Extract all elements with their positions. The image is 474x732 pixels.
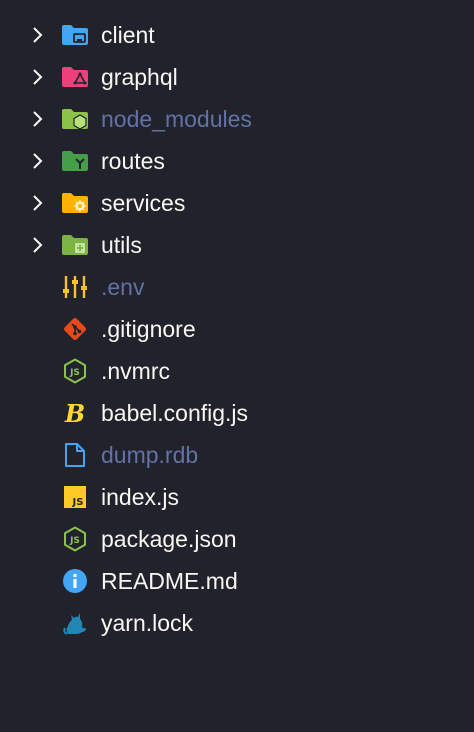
tree-item-package-json[interactable]: JS package.json bbox=[0, 518, 474, 560]
tree-item-utils[interactable]: utils bbox=[0, 224, 474, 266]
chevron-right-icon[interactable] bbox=[28, 193, 48, 213]
tree-item-label: .gitignore bbox=[101, 316, 196, 342]
tree-item-label: yarn.lock bbox=[101, 610, 194, 636]
tree-item-services[interactable]: services bbox=[0, 182, 474, 224]
tree-item-dump-rdb[interactable]: dump.rdb bbox=[0, 434, 474, 476]
tree-item-label: .nvmrc bbox=[101, 358, 170, 384]
folder-services-icon bbox=[60, 190, 90, 216]
tree-item-label: client bbox=[101, 22, 155, 48]
folder-utils-icon bbox=[60, 232, 90, 258]
folder-node-icon bbox=[60, 106, 90, 132]
chevron-right-icon[interactable] bbox=[28, 109, 48, 129]
tree-item-nvmrc[interactable]: JS .nvmrc bbox=[0, 350, 474, 392]
nodejs-icon: JS bbox=[60, 526, 90, 552]
document-icon bbox=[60, 442, 90, 468]
info-icon bbox=[60, 568, 90, 594]
folder-routes-icon bbox=[60, 148, 90, 174]
tree-item-graphql[interactable]: graphql bbox=[0, 56, 474, 98]
tree-item-label: .env bbox=[101, 274, 145, 300]
tree-item-gitignore[interactable]: .gitignore bbox=[0, 308, 474, 350]
tree-item-label: babel.config.js bbox=[101, 400, 249, 426]
tree-item-label: README.md bbox=[101, 568, 238, 594]
tree-item-babel-config[interactable]: B babel.config.js bbox=[0, 392, 474, 434]
tree-item-label: utils bbox=[101, 232, 142, 258]
svg-text:JS: JS bbox=[69, 536, 80, 546]
tree-item-node-modules[interactable]: node_modules bbox=[0, 98, 474, 140]
tree-item-label: package.json bbox=[101, 526, 237, 552]
file-explorer-tree: client graphql node_modules bbox=[0, 14, 474, 644]
tree-item-label: dump.rdb bbox=[101, 442, 199, 468]
tree-item-label: routes bbox=[101, 148, 165, 174]
svg-text:JS: JS bbox=[69, 368, 80, 378]
folder-client-icon bbox=[60, 22, 90, 48]
chevron-right-icon[interactable] bbox=[28, 151, 48, 171]
tree-item-label: node_modules bbox=[101, 106, 252, 132]
chevron-right-icon[interactable] bbox=[28, 25, 48, 45]
svg-text:B: B bbox=[64, 400, 85, 426]
settings-sliders-icon bbox=[60, 274, 90, 300]
git-icon bbox=[60, 316, 90, 342]
tree-item-label: graphql bbox=[101, 64, 178, 90]
tree-item-routes[interactable]: routes bbox=[0, 140, 474, 182]
yarn-cat-icon bbox=[60, 610, 90, 636]
tree-item-client[interactable]: client bbox=[0, 14, 474, 56]
chevron-right-icon[interactable] bbox=[28, 235, 48, 255]
tree-item-env[interactable]: .env bbox=[0, 266, 474, 308]
tree-item-index-js[interactable]: JS index.js bbox=[0, 476, 474, 518]
tree-item-readme[interactable]: README.md bbox=[0, 560, 474, 602]
folder-graphql-icon bbox=[60, 64, 90, 90]
tree-item-yarn-lock[interactable]: yarn.lock bbox=[0, 602, 474, 644]
nodejs-icon: JS bbox=[60, 358, 90, 384]
babel-icon: B bbox=[60, 400, 90, 426]
tree-item-label: services bbox=[101, 190, 186, 216]
tree-item-label: index.js bbox=[101, 484, 179, 510]
chevron-right-icon[interactable] bbox=[28, 67, 48, 87]
javascript-icon: JS bbox=[60, 484, 90, 510]
svg-text:JS: JS bbox=[72, 497, 84, 508]
